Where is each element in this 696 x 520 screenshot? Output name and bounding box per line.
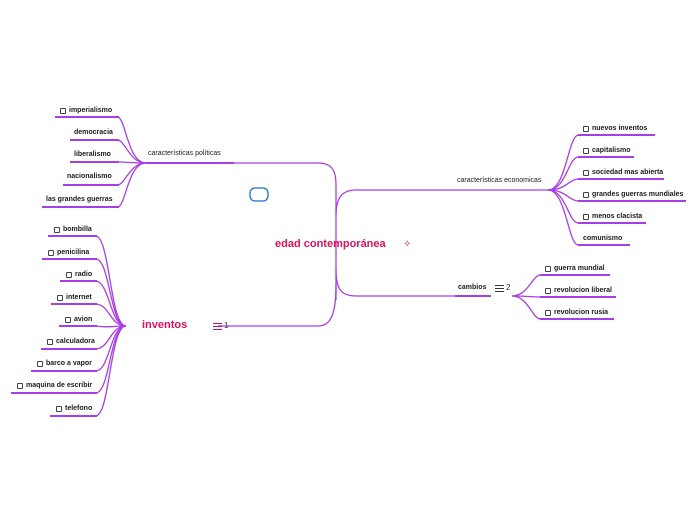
checkbox-icon[interactable] (57, 295, 63, 301)
list-item[interactable]: las grandes guerras (46, 196, 113, 203)
list-item[interactable]: maquina de escribir (17, 381, 92, 391)
list-item[interactable]: liberalismo (74, 151, 111, 158)
list-item[interactable]: imperialismo (60, 106, 112, 116)
checkbox-icon[interactable] (37, 361, 43, 367)
list-item[interactable]: barco a vapor (37, 359, 92, 369)
wrench-icon: ✧ (403, 239, 412, 250)
checkbox-icon[interactable] (545, 310, 551, 316)
list-item[interactable]: revolucion rusia (545, 308, 608, 318)
checkbox-icon[interactable] (545, 266, 551, 272)
checkbox-icon[interactable] (54, 227, 60, 233)
branch-economicas-label: características economicas (457, 177, 542, 184)
checkbox-icon[interactable] (583, 214, 589, 220)
list-item[interactable]: nuevos inventos (583, 124, 647, 134)
checkbox-icon[interactable] (583, 170, 589, 176)
branch-cambios-label: cambios (458, 284, 487, 291)
list-item[interactable]: avion (65, 315, 92, 325)
list-item[interactable]: sociedad mas abierta (583, 168, 663, 178)
list-item[interactable]: guerra mundial (545, 264, 605, 274)
checkbox-icon[interactable] (65, 317, 71, 323)
connector-politicas (232, 162, 337, 186)
list-item[interactable]: grandes guerras mundiales (583, 190, 683, 200)
checkbox-icon[interactable] (583, 148, 589, 154)
list-item[interactable]: revolucion liberal (545, 286, 612, 296)
checkbox-icon[interactable] (47, 339, 53, 345)
list-item[interactable]: radio (66, 270, 92, 280)
checkbox-icon[interactable] (17, 383, 23, 389)
root-topic[interactable]: edad contemporánea (275, 238, 386, 250)
branch-politicas-label: características políticas (148, 150, 221, 157)
list-item[interactable]: internet (57, 293, 92, 303)
list-icon (213, 322, 222, 330)
checkbox-icon[interactable] (56, 406, 62, 412)
cambios-count-badge[interactable]: 2 (495, 283, 510, 292)
connector-inventos (218, 284, 337, 327)
list-item[interactable]: democracia (74, 129, 113, 136)
branch-inventos[interactable]: inventos (142, 319, 188, 331)
branch-cambios[interactable]: cambios (458, 283, 486, 293)
list-item[interactable]: comunismo (583, 235, 623, 242)
list-icon (495, 284, 504, 292)
branch-politicas[interactable]: características políticas (148, 149, 221, 159)
checkbox-icon[interactable] (545, 288, 551, 294)
list-item[interactable]: menos clacista (583, 212, 642, 222)
floating-topic-outline (249, 187, 269, 202)
list-item[interactable]: penicilina (48, 248, 89, 258)
connector-economicas (335, 189, 548, 216)
list-item[interactable]: telefono (56, 404, 92, 414)
list-item[interactable]: capitalismo (583, 146, 631, 156)
checkbox-icon[interactable] (583, 126, 589, 132)
checkbox-icon[interactable] (66, 272, 72, 278)
list-item[interactable]: nacionalismo (67, 173, 112, 180)
checkbox-icon[interactable] (60, 108, 66, 114)
list-item[interactable]: bombilla (54, 225, 92, 235)
checkbox-icon[interactable] (48, 250, 54, 256)
branch-economicas[interactable]: características economicas (457, 176, 541, 186)
inventos-count-badge[interactable]: 1 (213, 321, 228, 330)
checkbox-icon[interactable] (583, 192, 589, 198)
list-item[interactable]: calculadora (47, 337, 95, 347)
